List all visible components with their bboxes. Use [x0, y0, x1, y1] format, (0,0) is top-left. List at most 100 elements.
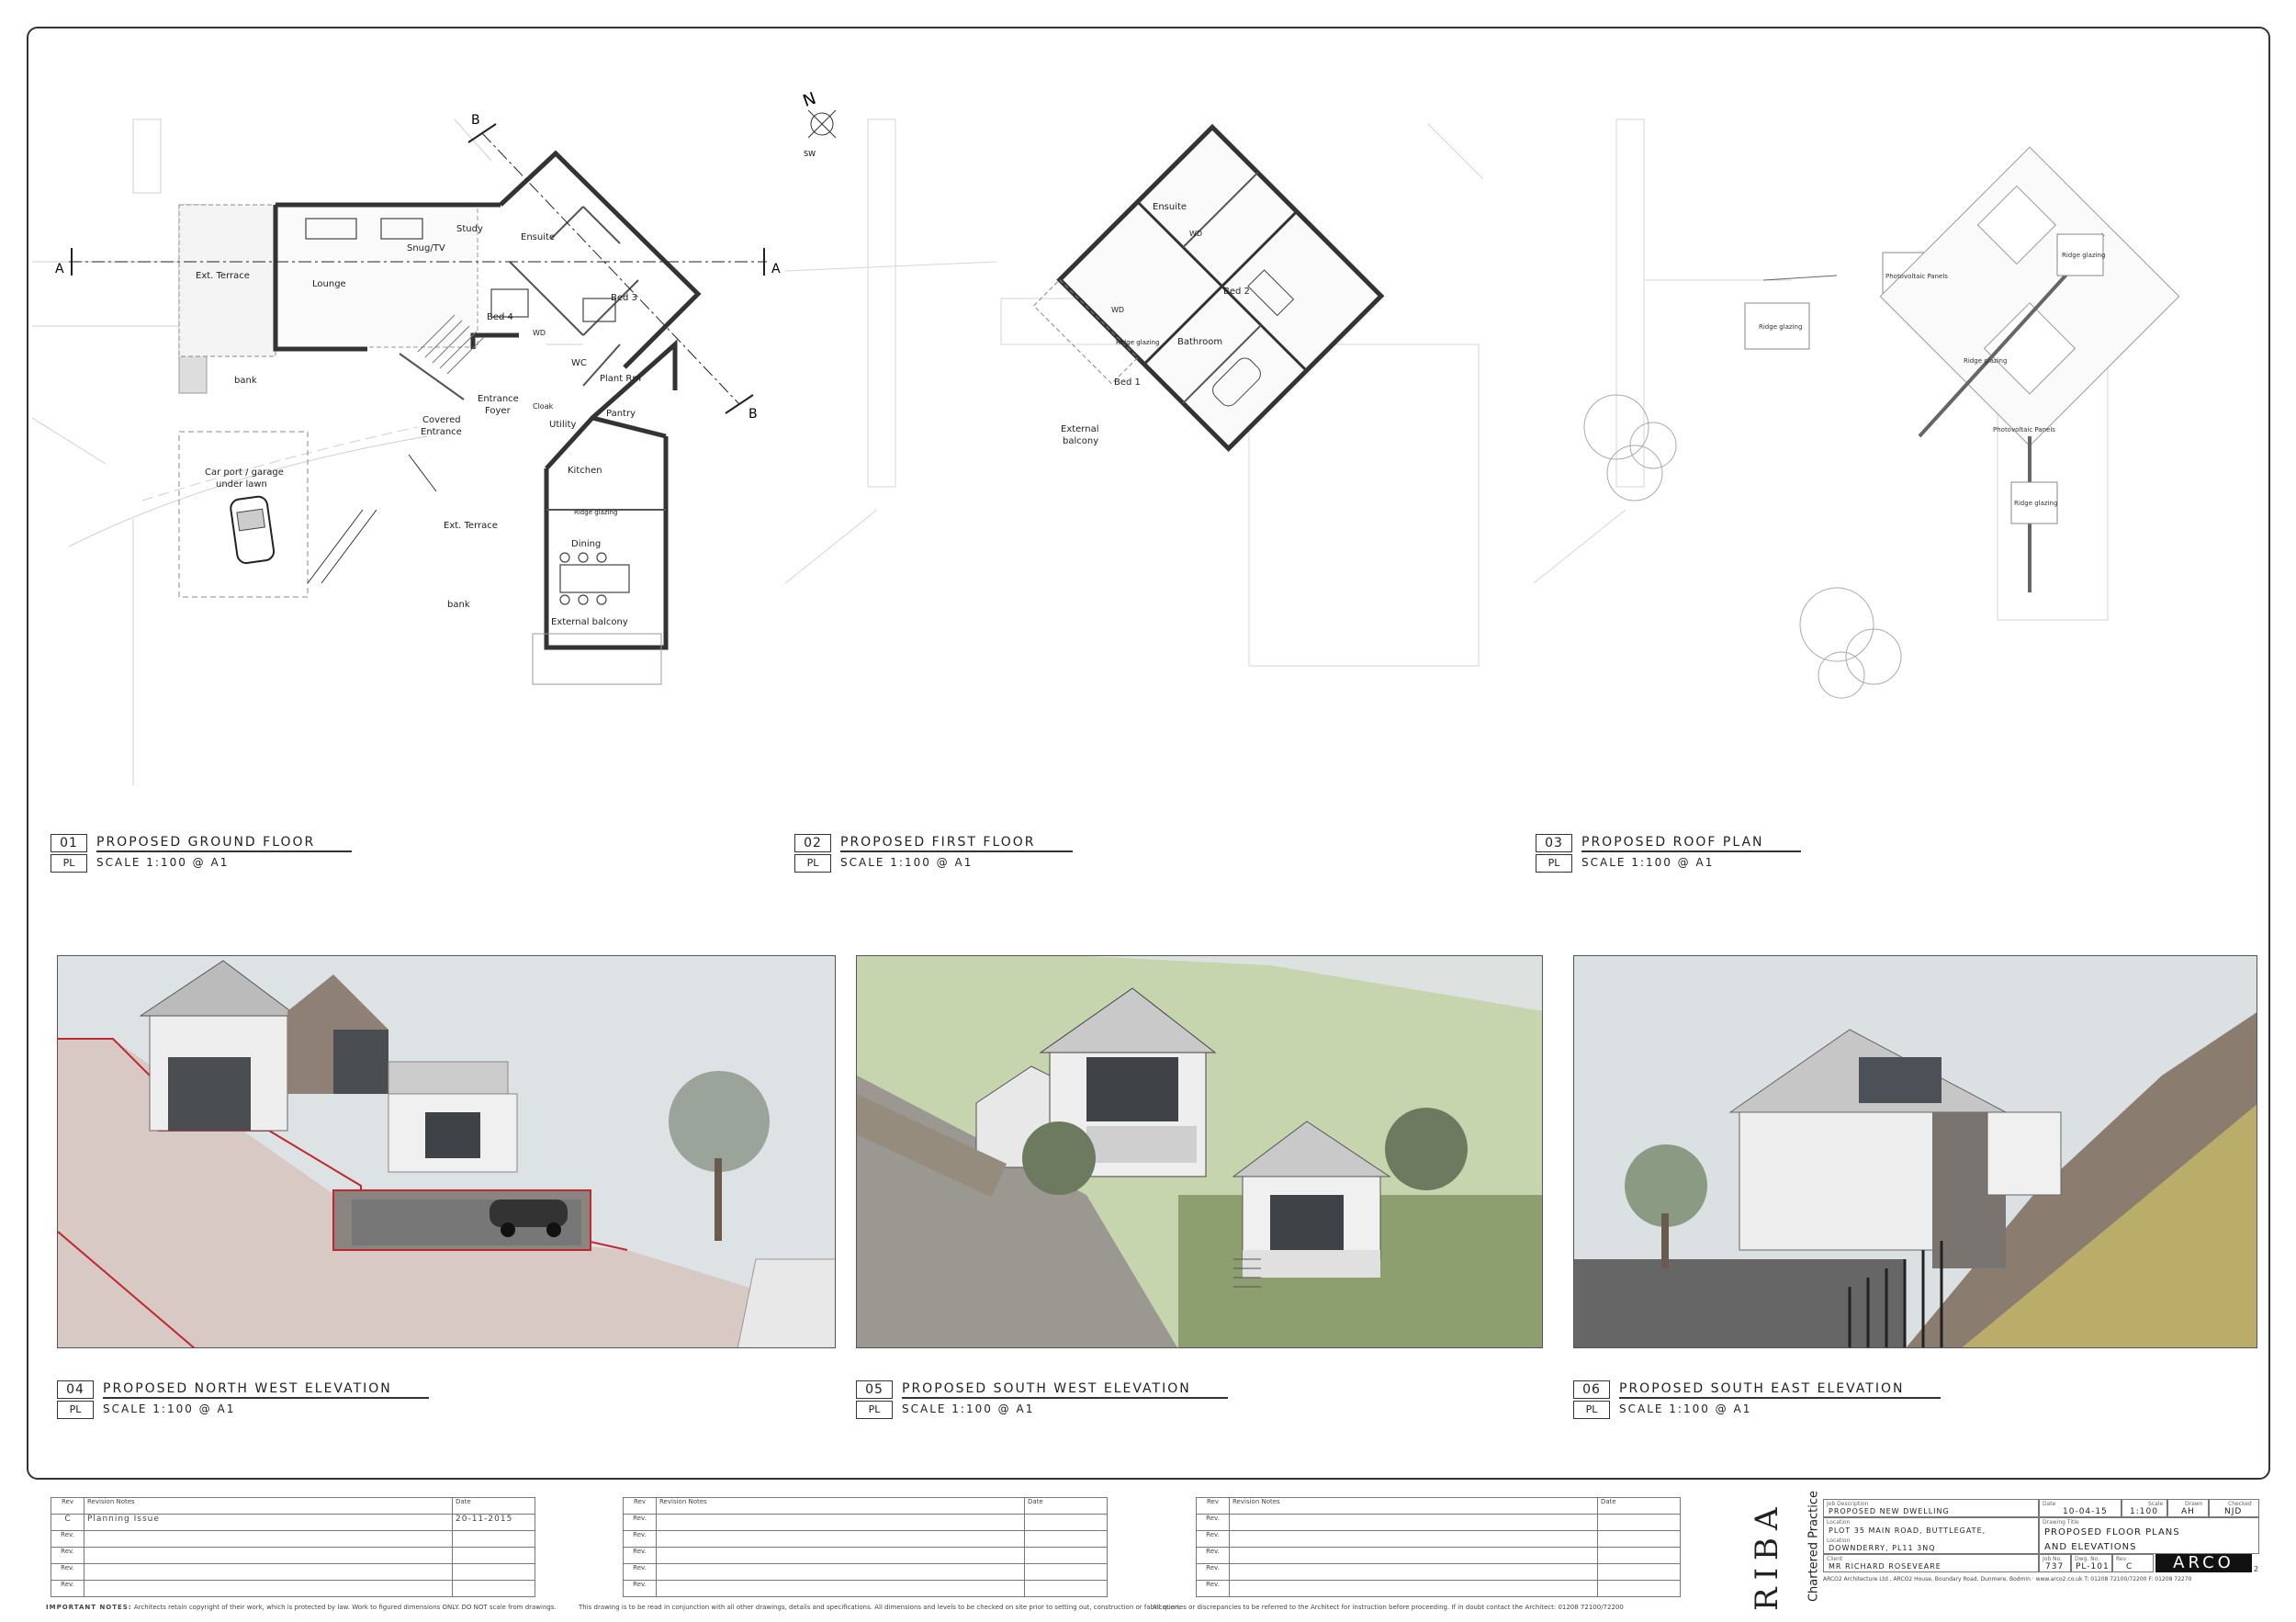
location-line-2: DOWNDERRY, PL11 3NQ [1829, 1544, 1936, 1552]
table-row: Rev. [623, 1580, 1108, 1597]
arco-logo-sup: 2 [2254, 1565, 2259, 1573]
rev-cell: Rev C [2112, 1554, 2154, 1572]
note-3-line: All queries or discrepancies to be refer… [1153, 1604, 1624, 1611]
notes-header: Revision Notes [84, 1497, 453, 1515]
job-no-label: Job No. [2043, 1556, 2063, 1562]
elev-06-title-block: 06 PL PROPOSED SOUTH EAST ELEVATION SCAL… [1573, 1380, 1941, 1423]
revision: C [2126, 1562, 2133, 1571]
checked-label: Checked [2228, 1501, 2252, 1507]
elev-number: 06 [1573, 1380, 1610, 1399]
drawing-title-line-1: PROPOSED FLOOR PLANS [2044, 1527, 2180, 1538]
elev-title: PROPOSED SOUTH EAST ELEVATION [1619, 1380, 1941, 1399]
rev-cell: Rev. [623, 1514, 657, 1531]
elev-scale: SCALE 1:100 @ A1 [103, 1402, 236, 1415]
client-cell: Client MR RICHARD ROSEVEARE [1823, 1554, 2039, 1572]
room-bed4: Bed 4 [487, 312, 513, 322]
table-row: Rev. [1196, 1547, 1681, 1564]
plan-01-title-block: 01 PL PROPOSED GROUND FLOOR SCALE 1:100 … [51, 834, 363, 876]
drawn-label: Drawn [2185, 1501, 2203, 1507]
note-2: This drawing is to be read in conjunctio… [579, 1604, 1181, 1611]
note-1: Architects retain copyright of their wor… [133, 1604, 557, 1611]
drawn-by: AH [2181, 1507, 2195, 1516]
notes-cell [84, 1563, 453, 1581]
room-ext-terrace-bottom: Ext. Terrace [444, 521, 498, 531]
ff-room-wd1: WD [1189, 230, 1202, 238]
rev-cell: Rev. [1196, 1530, 1230, 1548]
date-cell [1597, 1514, 1681, 1531]
revision-table-2: Rev Revision Notes Date Rev. Rev. Rev. R… [623, 1497, 1108, 1597]
section-a-right: A [771, 262, 781, 276]
room-kitchen: Kitchen [568, 466, 602, 476]
rev-cell: Rev. [51, 1547, 84, 1564]
elev-sheet: PL [57, 1401, 94, 1419]
date-cell [452, 1530, 535, 1548]
table-header-row: Rev Revision Notes Date [51, 1497, 535, 1515]
notes-cell [656, 1547, 1025, 1564]
notes-cell [84, 1580, 453, 1597]
important-notes-heading: IMPORTANT NOTES: [46, 1604, 132, 1611]
table-row: Rev. [51, 1580, 535, 1597]
drawing-date: 10-04-15 [2063, 1507, 2108, 1516]
notes-header: Revision Notes [1229, 1497, 1598, 1515]
ff-room-bathroom: Bathroom [1177, 337, 1222, 347]
ff-room-balcony: balcony [1063, 436, 1098, 446]
elev-sheet: PL [856, 1401, 893, 1419]
job-description-label: Job Description [1827, 1501, 1869, 1507]
plan-title: PROPOSED GROUND FLOOR [96, 834, 353, 852]
drawing-frame [27, 27, 2270, 1480]
note-2-line: This drawing is to be read in conjunctio… [579, 1604, 1181, 1611]
job-no-cell: Job No. 737 [2039, 1554, 2071, 1572]
notes-cell [1229, 1547, 1598, 1564]
dwg-no: PL-101 [2076, 1562, 2110, 1571]
ff-room-external: External [1061, 424, 1099, 434]
dwg-no-cell: Dwg. No. PL-101 [2071, 1554, 2112, 1572]
section-b-bottom: B [748, 407, 758, 422]
notes-cell [84, 1547, 453, 1564]
date-label: Date [2043, 1501, 2056, 1507]
notes-cell [1229, 1563, 1598, 1581]
plan-number: 02 [794, 834, 831, 852]
arco-logo: ARCO [2155, 1554, 2252, 1572]
table-row: Rev. [623, 1530, 1108, 1548]
table-row: Rev. [623, 1547, 1108, 1564]
roof-ridge-4: Ridge glazing [2014, 500, 2057, 507]
drawn-cell: Drawn AH [2167, 1499, 2209, 1517]
elev-number: 05 [856, 1380, 893, 1399]
notes-cell: Planning Issue [84, 1514, 453, 1531]
room-cloak: Cloak [533, 402, 554, 411]
rev-cell: Rev. [51, 1580, 84, 1597]
notes-cell [84, 1530, 453, 1548]
date-cell: Date 10-04-15 [2039, 1499, 2122, 1517]
room-covered-entrance: Entrance [421, 427, 462, 437]
room-ext-terrace-top: Ext. Terrace [196, 271, 250, 281]
rev-cell: Rev. [623, 1563, 657, 1581]
plan-number: 03 [1536, 834, 1572, 852]
room-lounge: Lounge [312, 279, 346, 289]
table-row: Rev. [51, 1530, 535, 1548]
date-cell [1597, 1547, 1681, 1564]
location-cell: Location PLOT 35 MAIN ROAD, BUTTLEGATE, … [1823, 1517, 2039, 1554]
elev-04-title-block: 04 PL PROPOSED NORTH WEST ELEVATION SCAL… [57, 1380, 429, 1423]
practice-footer: ARCO2 Architecture Ltd , ARCO2 House, Bo… [1823, 1576, 2192, 1583]
riba-logo-text: RIBA [1749, 1500, 1785, 1611]
label-bank-1: bank [234, 376, 257, 386]
drawing-title-label: Drawing Title [2043, 1519, 2079, 1526]
elev-number: 04 [57, 1380, 94, 1399]
rev-cell: Rev. [623, 1547, 657, 1564]
dwg-no-label: Dwg. No. [2075, 1556, 2100, 1562]
revision-table-1: Rev Revision Notes Date C Planning Issue… [51, 1497, 535, 1597]
label-carport-1: Car port / garage [205, 467, 284, 478]
roof-ridge-3: Ridge glazing [1964, 357, 2007, 365]
rev-header: Rev [623, 1497, 657, 1515]
plan-scale: SCALE 1:100 @ A1 [96, 856, 230, 869]
riba-logo: RIBA Chartered Practice [1717, 1491, 1821, 1611]
section-b-top: B [471, 113, 480, 128]
drawing-title-block: Job Description PROPOSED NEW DWELLING Lo… [1823, 1499, 2264, 1607]
date-cell [452, 1580, 535, 1597]
table-row: Rev. [51, 1563, 535, 1581]
room-study: Study [456, 224, 483, 234]
plan-sheet: PL [794, 854, 831, 873]
ff-room-ensuite: Ensuite [1153, 202, 1187, 212]
scale-cell: Scale 1:100 [2122, 1499, 2167, 1517]
arco-logo-text: ARCO [2173, 1553, 2234, 1572]
